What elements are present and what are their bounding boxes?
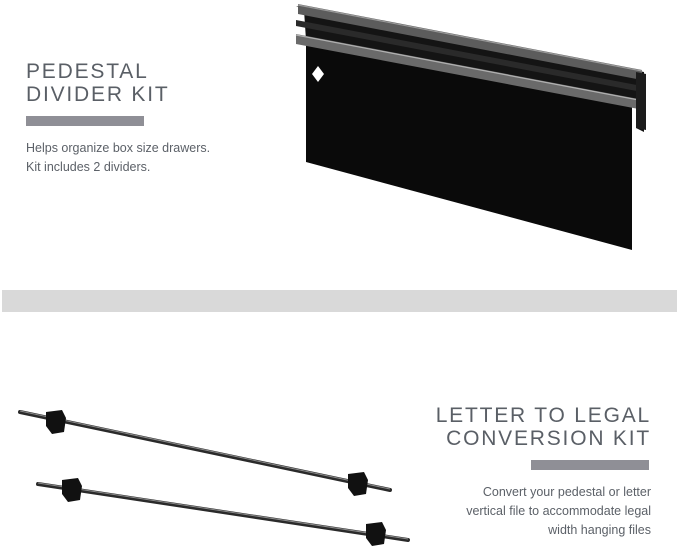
divider-rail-end-cap <box>636 72 646 130</box>
conversion-kit-title-line-1: LETTER TO LEGAL <box>435 404 651 427</box>
rail-clip-icon <box>62 478 82 502</box>
conversion-kit-title: LETTER TO LEGAL CONVERSION KIT <box>436 404 651 450</box>
conversion-kit-description: Convert your pedestal or letter vertical… <box>466 483 651 540</box>
conversion-kit-accent-bar <box>531 460 649 470</box>
rail-clip-icon <box>366 522 386 546</box>
rail-clip-icon <box>348 472 368 496</box>
divider-lower-rail-highlight <box>295 34 645 102</box>
conversion-kit-description-line-2: vertical file to accommodate legal <box>466 504 651 518</box>
conversion-kit-description-line-3: width hanging files <box>548 523 651 537</box>
section-divider-band <box>2 290 677 312</box>
pedestal-divider-product-icon <box>295 4 646 250</box>
divider-middle-rail <box>296 20 642 92</box>
divider-upper-rail-highlight <box>297 4 643 72</box>
pedestal-kit-title-line-1: PEDESTAL <box>26 60 149 83</box>
conversion-kit-title-line-2: CONVERSION KIT <box>446 427 651 450</box>
pedestal-kit-description: Helps organize box size drawers. Kit inc… <box>26 139 210 177</box>
rail-clip-icon <box>46 410 66 434</box>
conversion-rail-product-icon <box>18 410 410 546</box>
pedestal-kit-description-line-2: Kit includes 2 dividers. <box>26 160 151 174</box>
divider-upper-rail <box>298 4 642 80</box>
diamond-cutout-icon <box>312 66 324 82</box>
pedestal-kit-title-line-2: DIVIDER KIT <box>26 83 170 106</box>
conversion-kit-description-line-1: Convert your pedestal or letter <box>482 485 651 499</box>
pedestal-kit-title: PEDESTAL DIVIDER KIT <box>26 60 169 106</box>
pedestal-kit-description-line-1: Helps organize box size drawers. <box>26 141 211 155</box>
pedestal-kit-accent-bar <box>26 116 144 126</box>
conversion-rail-2 <box>36 478 410 546</box>
divider-lower-rail <box>296 34 644 110</box>
conversion-rail-1 <box>18 410 392 496</box>
divider-panel <box>306 44 632 250</box>
